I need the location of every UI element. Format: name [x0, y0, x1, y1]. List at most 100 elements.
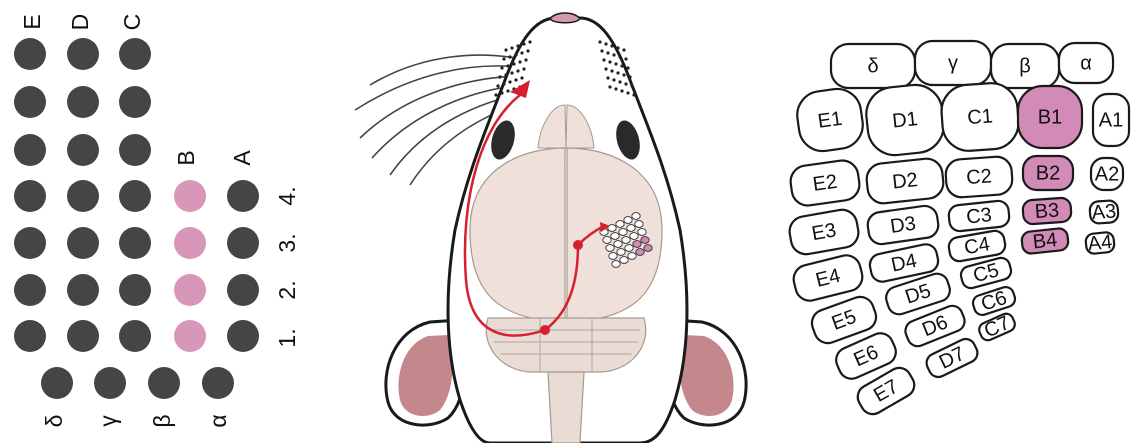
whisker-dot-e-1 [14, 86, 46, 118]
straddler-dot-1 [94, 367, 126, 399]
follicle-dot [496, 84, 499, 87]
cortex-barrel [620, 257, 628, 264]
follicle-dot [516, 69, 519, 72]
follicle-dot [500, 66, 503, 69]
whisker-dot-b-5 [174, 274, 206, 306]
row-label-a: A [229, 150, 255, 166]
follicle-dot [610, 69, 613, 72]
follicle-dot [618, 55, 621, 58]
follicle-dot [524, 58, 527, 61]
cortex-barrel [635, 221, 643, 228]
barrel-C2: C2 [945, 156, 1013, 199]
whisker-dot-b-4 [174, 227, 206, 259]
barrel-D3: D3 [866, 204, 940, 245]
barrel-C5: C5 [959, 256, 1013, 290]
barrel-A4: A4 [1085, 231, 1115, 256]
follicle-dot [514, 78, 517, 81]
follicle-dot [510, 46, 513, 49]
barrel-C3: C3 [948, 200, 1010, 232]
barrel-D7: D7 [923, 336, 980, 380]
follicle-dot [612, 53, 615, 56]
follicle-dot [600, 49, 603, 52]
brainstem-relay-dot [540, 325, 550, 335]
whisker-dot-d-4 [67, 227, 99, 259]
cortex-barrel [611, 233, 619, 240]
cortex-barrel [627, 225, 635, 232]
barrel-label: A2 [1095, 163, 1119, 185]
barrel-B4: B4 [1021, 228, 1069, 255]
whisker-dot-c-0 [119, 38, 151, 70]
cortex-barrel [636, 249, 644, 256]
follicle-dot [610, 44, 613, 47]
barrel-E3: E3 [787, 207, 861, 256]
whisker-dot-c-4 [119, 227, 151, 259]
barrel-label: γ [948, 52, 958, 74]
follicle-dot [498, 75, 501, 78]
cortex-barrel [624, 217, 632, 224]
whisker-dot-d-3 [67, 180, 99, 212]
follicle-dot [502, 82, 505, 85]
barrel-α: α [1059, 43, 1113, 83]
whisker-dot-d-5 [67, 274, 99, 306]
barrel-label: C1 [966, 105, 993, 129]
follicle-dot [516, 44, 519, 47]
barrel-label: C2 [965, 165, 992, 189]
cortex-barrel [622, 237, 630, 244]
follicle-dot [626, 91, 629, 94]
straddler-dot-3 [202, 367, 234, 399]
follicle-dot [514, 53, 517, 56]
follicle-dot [506, 89, 509, 92]
barrel-label: D2 [891, 169, 919, 194]
whisker-dot-d-0 [67, 38, 99, 70]
straddler-dot-0 [41, 367, 73, 399]
barrel-label: E2 [811, 171, 838, 196]
row-label-c: C [119, 14, 145, 31]
follicle-dot [606, 51, 609, 54]
barrel-E1: E1 [794, 86, 866, 154]
follicle-dot [616, 46, 619, 49]
follicle-dot [522, 42, 525, 45]
follicle-dot [624, 82, 627, 85]
cerebellum [486, 318, 646, 372]
follicle-dot [604, 42, 607, 45]
follicle-dot [504, 48, 507, 51]
barrel-B2: B2 [1023, 156, 1073, 190]
barrel-label: D3 [889, 213, 917, 238]
barrel-E2: E2 [789, 158, 862, 207]
cortex-barrel [644, 245, 652, 252]
straddler-label-delta: δ [41, 415, 67, 428]
cortex-barrel [630, 233, 638, 240]
follicle-dot [612, 78, 615, 81]
whisker-dot-e-4 [14, 227, 46, 259]
cortex-barrel [641, 237, 649, 244]
follicle-dot [624, 57, 627, 60]
cortex-barrel [609, 253, 617, 260]
whisker-dot-c-5 [119, 274, 151, 306]
cortex-barrel [628, 253, 636, 260]
cortex-barrel [625, 245, 633, 252]
whisker-dot-e-3 [14, 180, 46, 212]
whisker-pad-grid: E D C B A 4. 3. 2. 1. δ γ β α [14, 14, 300, 428]
whisker-dots [14, 38, 259, 399]
barrel-label: D1 [891, 108, 919, 133]
follicle-dot [606, 76, 609, 79]
follicle-dot [608, 60, 611, 63]
follicle-dot [628, 75, 631, 78]
whisker-dot-c-2 [119, 134, 151, 166]
follicle-dot [520, 51, 523, 54]
cortex-barrel [606, 245, 614, 252]
column-label-3: 3. [274, 233, 300, 252]
whisker-dot-e-5 [14, 274, 46, 306]
straddler-label-alpha: α [205, 414, 231, 427]
row-label-e: E [19, 14, 45, 29]
whisker-dot-e-0 [14, 38, 46, 70]
barrel-B3: B3 [1022, 197, 1072, 224]
barrel-label: A3 [1091, 200, 1117, 224]
column-label-2: 2. [274, 280, 300, 299]
brainstem [548, 372, 584, 443]
follicle-dot [510, 71, 513, 74]
barrel-label: A4 [1087, 231, 1114, 255]
barrel-A1: A1 [1093, 94, 1129, 146]
follicle-dot [508, 80, 511, 83]
